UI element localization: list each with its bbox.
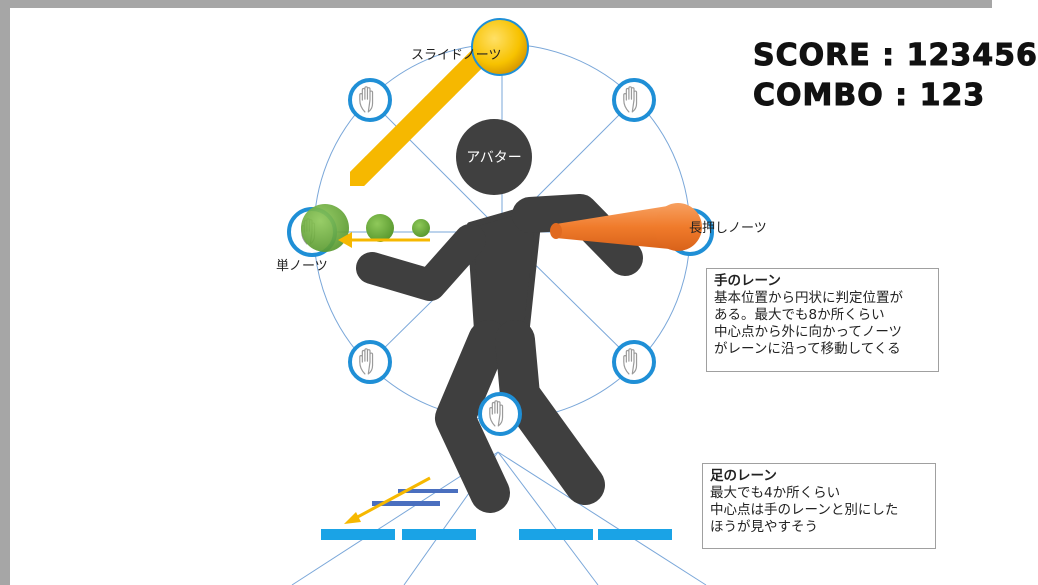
hand-target-top-right (612, 78, 656, 122)
hand-target-bottom-left (348, 340, 392, 384)
avatar-figure (356, 194, 643, 513)
avatar-head: アバター (456, 119, 532, 195)
play-field (287, 18, 714, 585)
slide-note-label: スライドノーツ (411, 48, 502, 63)
foot-notes (344, 476, 458, 524)
hand-lane-line: ある。最大でも8か所くらい (714, 307, 885, 323)
long-note-label: 長押しノーツ (689, 221, 767, 236)
slide-note (471, 18, 529, 76)
hand-lane-line: 基本位置から円状に判定位置が (714, 290, 903, 306)
foot-target-2 (402, 529, 476, 540)
foot-lane-line: 最大でも4か所くらい (710, 485, 841, 501)
foot-target-1 (321, 529, 395, 540)
top-border (0, 0, 992, 8)
foot-judge-targets (321, 529, 672, 540)
foot-lane-line: ほうが見やすそう (710, 519, 818, 535)
hand-lane-title: 手のレーン (714, 273, 781, 289)
hand-target-bottom-right (612, 340, 656, 384)
foot-target-4 (598, 529, 672, 540)
single-note-label: 単ノーツ (276, 259, 328, 274)
long-note (550, 203, 702, 251)
foot-lane-description: 足のレーン 最大でも4か所くらい 中心点は手のレーンと別にした ほうが見やすそう (702, 463, 936, 549)
foot-lane-title: 足のレーン (710, 468, 777, 484)
single-notes (301, 204, 430, 252)
score-display: SCORE : 123456 COMBO : 123 (753, 36, 1038, 116)
foot-target-3 (519, 529, 593, 540)
combo-line: COMBO : 123 (753, 78, 986, 114)
left-border (0, 0, 10, 585)
hand-target-top-left (348, 78, 392, 122)
hand-target-bottom (478, 392, 522, 436)
hand-lane-description: 手のレーン 基本位置から円状に判定位置が ある。最大でも8か所くらい 中心点から… (706, 268, 939, 372)
score-line: SCORE : 123456 (753, 38, 1038, 74)
hand-lane-line: 中心点から外に向かってノーツ (714, 324, 903, 340)
hand-lane-line: がレーンに沿って移動してくる (714, 341, 901, 357)
foot-lane-line: 中心点は手のレーンと別にした (710, 502, 899, 518)
